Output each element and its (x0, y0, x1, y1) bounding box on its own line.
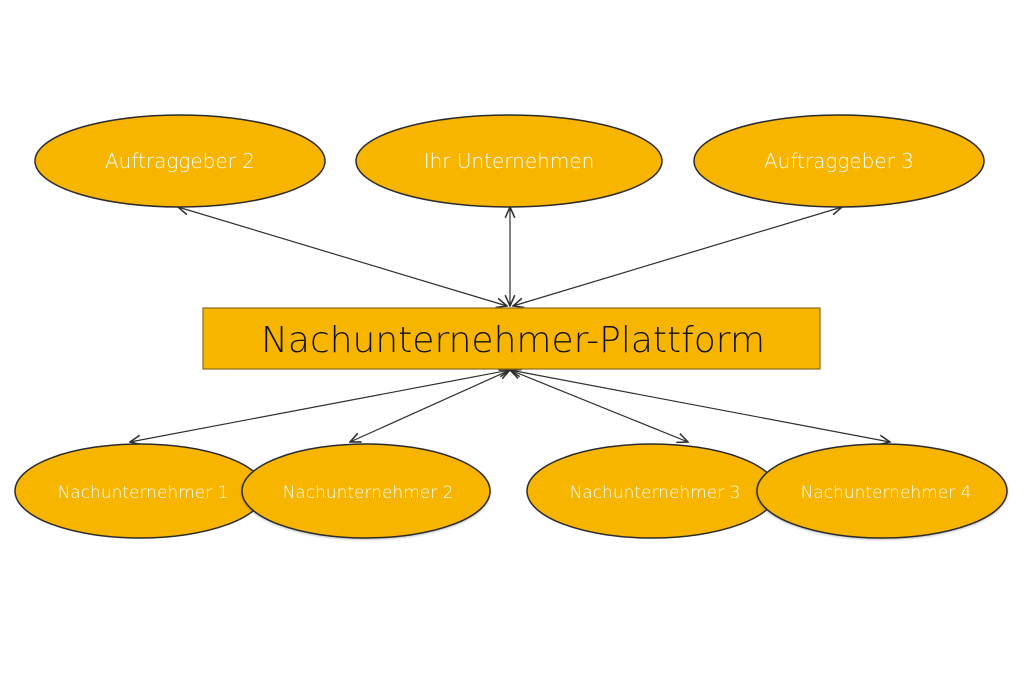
connector-nachunternehmer-4 (510, 370, 890, 442)
node-nachunternehmer-4: Nachunternehmer 4 (756, 443, 1008, 539)
node-auftraggeber-3-label: Auftraggeber 3 (764, 149, 914, 173)
connector-nachunternehmer-1 (130, 370, 510, 442)
node-ihr-unternehmen: Ihr Unternehmen (355, 114, 663, 208)
node-nachunternehmer-1: Nachunternehmer 1 (14, 443, 266, 539)
node-nachunternehmer-4-label: Nachunternehmer 4 (801, 483, 972, 503)
center-node: Nachunternehmer-Plattform (202, 307, 821, 370)
connector-nachunternehmer-2 (350, 370, 510, 442)
connector-nachunternehmer-3 (510, 370, 688, 442)
node-nachunternehmer-2-label: Nachunternehmer 2 (283, 483, 454, 503)
node-auftraggeber-2: Auftraggeber 2 (34, 114, 326, 208)
node-auftraggeber-2-label: Auftraggeber 2 (105, 149, 255, 173)
node-nachunternehmer-3: Nachunternehmer 3 (526, 443, 778, 539)
node-auftraggeber-3: Auftraggeber 3 (693, 114, 985, 208)
node-nachunternehmer-1-label: Nachunternehmer 1 (58, 483, 229, 503)
connector-auftraggeber-2 (178, 207, 507, 306)
connector-auftraggeber-3 (513, 207, 842, 306)
node-ihr-unternehmen-label: Ihr Unternehmen (424, 149, 595, 173)
node-nachunternehmer-2: Nachunternehmer 2 (241, 443, 491, 539)
center-node-label: Nachunternehmer-Plattform (261, 320, 765, 361)
node-nachunternehmer-3-label: Nachunternehmer 3 (570, 483, 741, 503)
